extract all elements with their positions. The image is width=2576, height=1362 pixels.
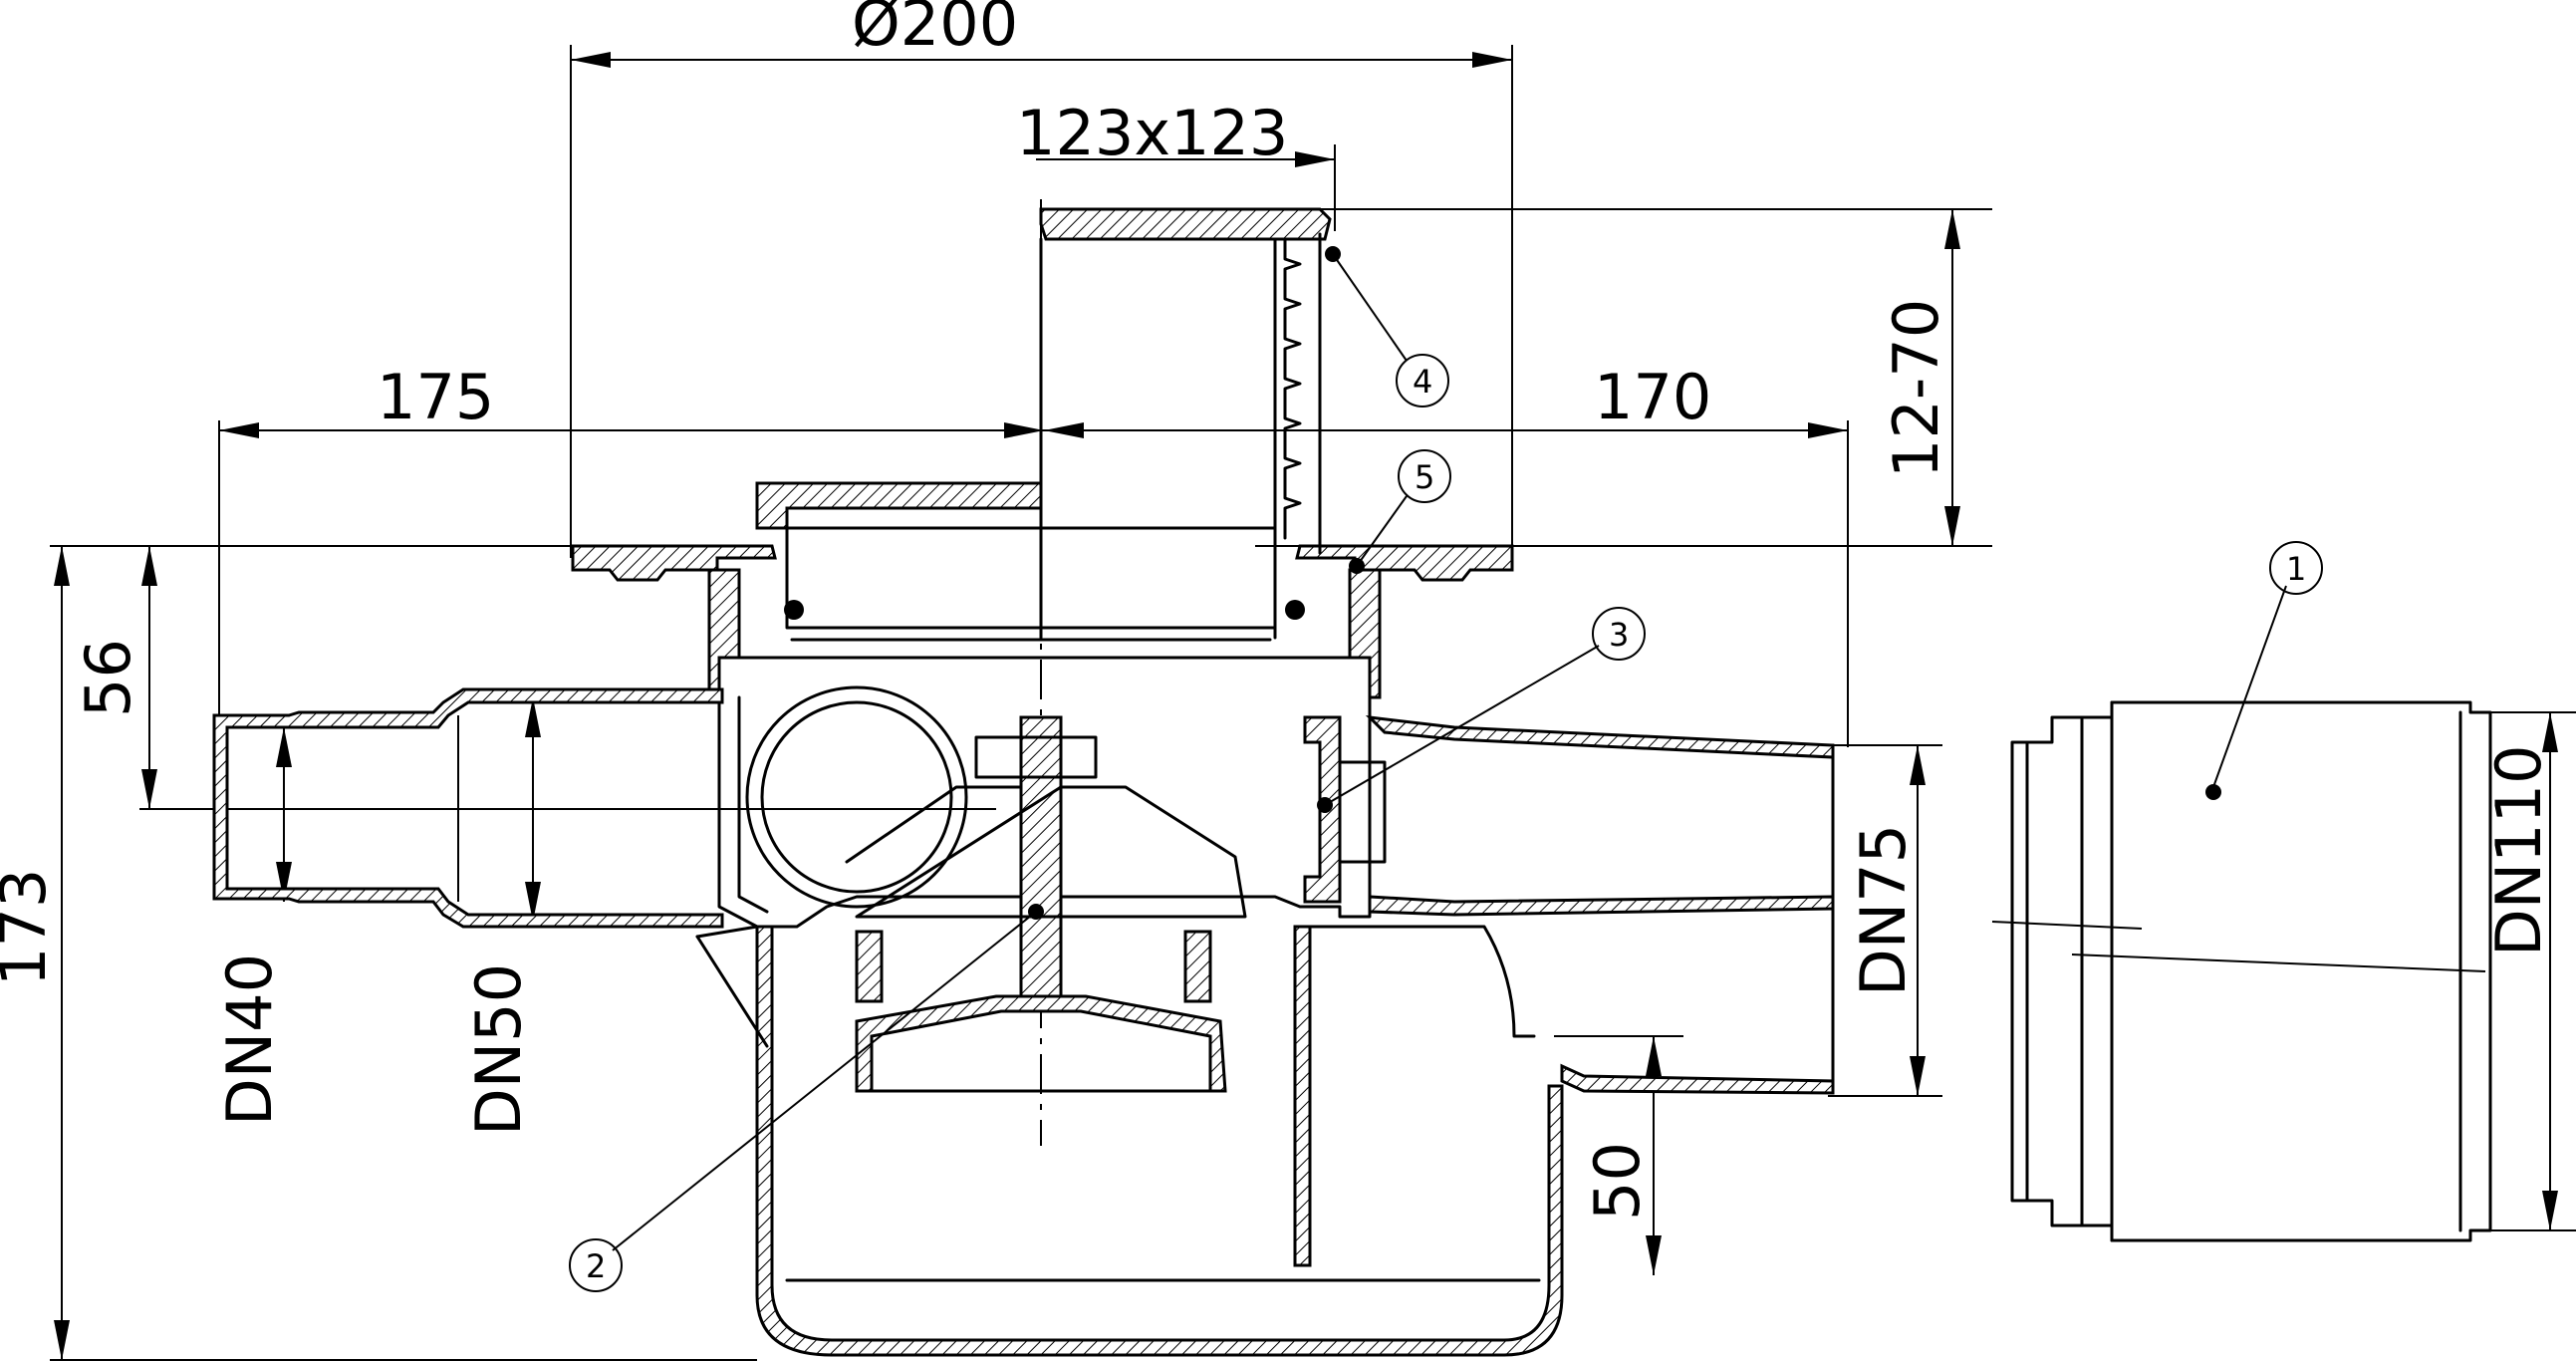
callout-2	[569, 1238, 623, 1292]
dim-height-adjust: 12-70	[1880, 299, 1952, 478]
dim-height-50: 50	[1581, 1142, 1654, 1221]
side-inlet-left	[212, 687, 724, 929]
sump-partition	[1293, 925, 1312, 1267]
dim-left-length: 175	[377, 361, 494, 433]
housing-wall-left	[707, 568, 741, 699]
top-flange	[571, 544, 777, 582]
dimension-lines	[50, 45, 2576, 1361]
dim-depth-56: 56	[72, 639, 144, 717]
dimension-labels: Ø200 123x123 175 170 12-70 56 173 DN40 D…	[0, 0, 2555, 1221]
dim-grate-size: 123x123	[1016, 97, 1288, 169]
dim-total-173: 173	[0, 869, 60, 986]
svg-text:2: 2	[586, 1247, 606, 1285]
trap-opening	[745, 685, 968, 909]
svg-text:3: 3	[1609, 616, 1629, 654]
dim-diameter-200: Ø200	[852, 0, 1018, 60]
callout-1	[2269, 541, 2323, 595]
callout-5	[1398, 449, 1451, 503]
trap-stem	[1019, 715, 1063, 1008]
svg-text:4: 4	[1413, 363, 1432, 401]
grate-extension	[755, 199, 1332, 1146]
callout-4	[1396, 354, 1449, 408]
svg-text:5: 5	[1415, 458, 1434, 496]
dim-dn110: DN110	[2482, 745, 2555, 956]
housing-wall-right	[1348, 568, 1382, 699]
adapter-dn110	[1991, 700, 2492, 1242]
dim-dn40: DN40	[213, 953, 286, 1126]
extension-serrations	[1283, 237, 1302, 540]
outlet-dn75	[1365, 715, 1835, 759]
sump-body	[755, 925, 1564, 1357]
bell-trap	[845, 715, 1247, 1093]
callout-3	[1592, 607, 1646, 661]
grate-frame-top	[1039, 207, 1332, 241]
dim-right-length: 170	[1594, 361, 1711, 433]
dim-dn50: DN50	[462, 963, 535, 1136]
callouts: 1 2 3 4 5	[569, 246, 2323, 1292]
dim-dn75: DN75	[1847, 824, 1920, 996]
top-flange-right	[1295, 544, 1514, 582]
drain-body	[212, 544, 1835, 1357]
svg-text:1: 1	[2286, 550, 2306, 588]
grate-frame-lower	[755, 481, 1043, 530]
